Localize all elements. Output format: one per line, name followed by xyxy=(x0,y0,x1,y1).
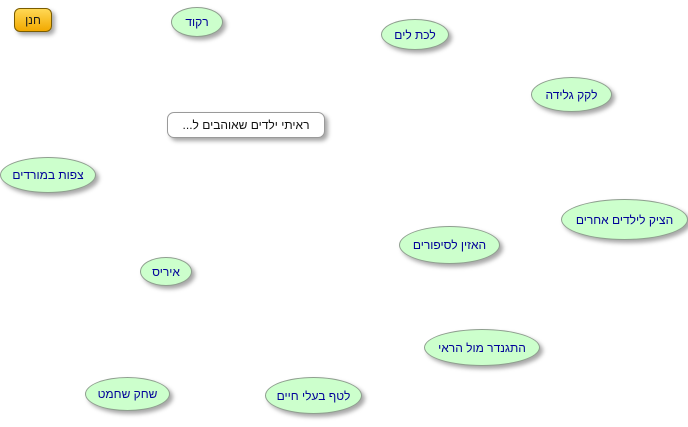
root-node-label: חנן xyxy=(25,13,41,27)
bubble-label: רקוד xyxy=(185,15,209,29)
bubble-label: שחק שחמט xyxy=(97,387,158,401)
bubble-node[interactable]: התגנדר מול הראי xyxy=(424,329,540,366)
bubble-label: לטף בעלי חיים xyxy=(276,388,351,403)
bubble-node[interactable]: איריס xyxy=(140,257,192,286)
bubble-node[interactable]: לטף בעלי חיים xyxy=(265,377,362,414)
bubble-label: התגנדר מול הראי xyxy=(438,340,526,355)
bubble-node[interactable]: הציק לילדים אחרים xyxy=(561,199,688,240)
root-node[interactable]: חנן xyxy=(14,8,52,32)
bubble-label: איריס xyxy=(152,264,180,279)
bubble-label: האזין לסיפורים xyxy=(412,238,487,252)
bubble-label: הציק לילדים אחרים xyxy=(575,212,674,227)
bubble-node[interactable]: רקוד xyxy=(171,7,223,37)
bubble-label: לקק גלידה xyxy=(545,87,598,102)
bubble-node[interactable]: שחק שחמט xyxy=(85,377,170,411)
bubble-node[interactable]: האזין לסיפורים xyxy=(399,226,500,264)
bubble-node[interactable]: לכת לים xyxy=(381,19,449,50)
bubble-node[interactable]: לקק גלידה xyxy=(531,77,612,112)
topic-sentence-node[interactable]: ראיתי ילדים שאוהבים ל... xyxy=(167,112,325,138)
topic-sentence-label: ראיתי ילדים שאוהבים ל... xyxy=(182,118,310,132)
bubble-label: לכת לים xyxy=(394,27,436,42)
bubble-label: צפות במורדים xyxy=(12,168,84,182)
bubble-node[interactable]: צפות במורדים xyxy=(0,157,96,193)
